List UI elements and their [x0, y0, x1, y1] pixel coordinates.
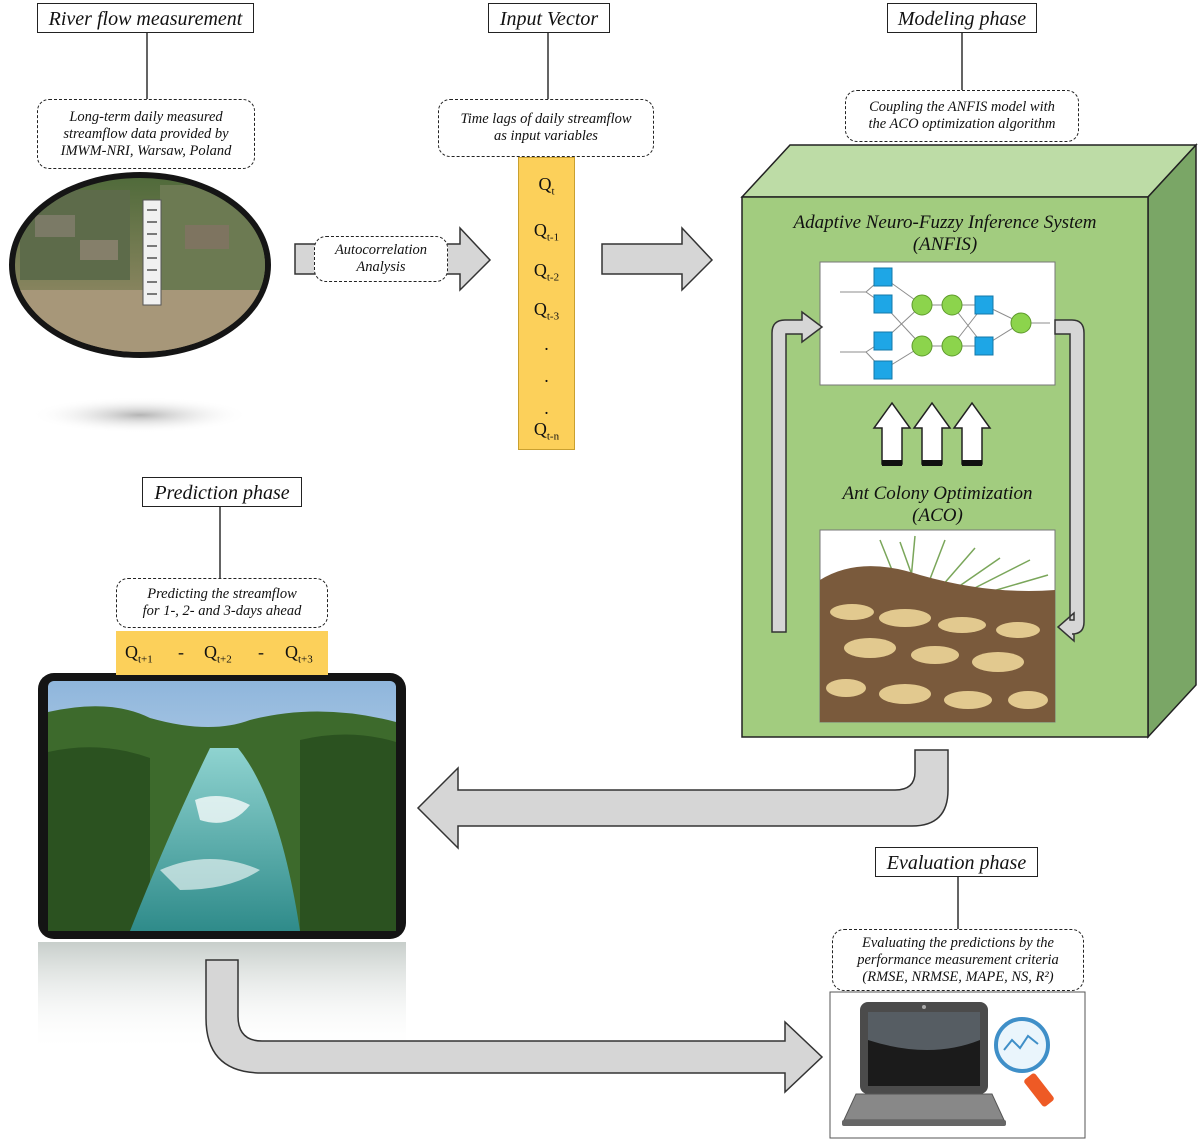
ant-colony-image	[819, 529, 1056, 723]
input-vector-item-base: Q	[533, 260, 547, 280]
arrow-to-model	[601, 226, 714, 292]
loop-arrow-anfis-to-aco	[1054, 319, 1085, 643]
input-vector-item: .	[519, 334, 574, 355]
arrow-bases	[882, 460, 982, 466]
input-vector-item: Qt-n	[519, 419, 574, 443]
input-vector-item-subscript: t-n	[546, 430, 560, 443]
input-vector-item-base: .	[544, 334, 549, 354]
output-item: Qt+1	[125, 642, 153, 666]
output-item-subscript: t+3	[298, 653, 313, 666]
input-vector-item-base: .	[544, 398, 549, 418]
input-vector-item-base: Q	[533, 419, 547, 439]
input-vector-item: .	[519, 366, 574, 387]
river-note-line-3: IMWM-NRI, Warsaw, Poland	[60, 142, 232, 159]
autocorrelation-line-2: Analysis	[356, 259, 406, 275]
input-vector-item-base: Q	[533, 220, 547, 240]
input-vector-item: Qt-1	[519, 220, 574, 244]
input-vector-label: Input Vector	[488, 3, 610, 33]
input-vector-item-base: .	[544, 366, 549, 386]
aco-title-line-1: Ant Colony Optimization	[842, 483, 1033, 504]
output-item-subscript: t+2	[217, 653, 232, 666]
autocorrelation-note: Autocorrelation Analysis	[314, 236, 448, 282]
modeling-phase-label: Modeling phase	[887, 3, 1037, 33]
river-gauge-photo	[9, 172, 271, 433]
prediction-note-line-1: Predicting the streamflow	[147, 586, 297, 602]
river-flow-measurement-label: River flow measurement	[37, 3, 254, 33]
loop-arrow-aco-to-anfis	[771, 310, 824, 633]
output-separator: -	[258, 642, 264, 662]
evaluation-note-line-1: Evaluating the predictions by the	[862, 934, 1054, 951]
prediction-phase-label: Prediction phase	[142, 477, 302, 507]
input-vector-item-base: Q	[533, 299, 547, 319]
input-vector-item-subscript: t	[551, 185, 555, 198]
anfis-title-line-2: (ANFIS)	[912, 234, 978, 255]
evaluation-note-line-3: (RMSE, NRMSE, MAPE, NS, R²)	[862, 968, 1054, 985]
aco-title-line-2: (ACO)	[912, 505, 963, 526]
output-item: Qt+3	[285, 642, 313, 666]
input-vector-item-subscript: t-2	[546, 271, 560, 284]
anfis-network-image	[819, 261, 1056, 386]
input-vector-item: Qt	[519, 174, 574, 198]
modeling-phase-note: Coupling the ANFIS model with the ACO op…	[845, 90, 1079, 142]
evaluation-phase-note: Evaluating the predictions by the perfor…	[832, 929, 1084, 991]
prediction-note-line-2: for 1-, 2- and 3-days ahead	[142, 603, 302, 619]
river-note-line-1: Long-term daily measured	[69, 108, 223, 125]
label-connectors	[146, 33, 963, 929]
laptop-image	[829, 991, 1086, 1139]
modeling-note-line-2: the ACO optimization algorithm	[868, 116, 1056, 132]
input-vector-item: Qt-2	[519, 260, 574, 284]
output-item-base: Q	[285, 642, 298, 662]
prediction-phase-note: Predicting the streamflow for 1-, 2- and…	[116, 578, 328, 628]
output-separator: -	[178, 642, 184, 662]
anfis-title-line-1: Adaptive Neuro-Fuzzy Inference System	[793, 212, 1097, 233]
input-vector-item-base: Q	[538, 174, 552, 194]
modeling-note-line-1: Coupling the ANFIS model with	[869, 99, 1055, 115]
evaluation-phase-label: Evaluation phase	[875, 847, 1038, 877]
upward-arrows	[872, 401, 992, 465]
prediction-outputs-bar: Qt+1-Qt+2-Qt+3	[116, 631, 328, 675]
anfis-title: Adaptive Neuro-Fuzzy Inference System (A…	[760, 212, 1130, 256]
input-vector-item-subscript: t-3	[546, 310, 560, 323]
input-vector-item-subscript: t-1	[546, 231, 560, 244]
input-vector-item: .	[519, 398, 574, 419]
output-item-subscript: t+1	[138, 653, 153, 666]
river-photo	[38, 673, 406, 1052]
input-note-line-2: as input variables	[494, 128, 598, 144]
output-item: Qt+2	[204, 642, 232, 666]
arrow-to-evaluation	[205, 959, 824, 1094]
input-vector-note: Time lags of daily streamflow as input v…	[438, 99, 654, 157]
river-note-line-2: streamflow data provided by	[63, 125, 229, 142]
output-item-base: Q	[125, 642, 138, 662]
evaluation-note-line-2: performance measurement criteria	[857, 951, 1059, 968]
input-note-line-1: Time lags of daily streamflow	[460, 111, 632, 127]
arrow-to-prediction	[416, 749, 949, 850]
output-item-base: Q	[204, 642, 217, 662]
autocorrelation-line-1: Autocorrelation	[334, 242, 428, 258]
aco-title: Ant Colony Optimization (ACO)	[800, 483, 1075, 527]
river-flow-note: Long-term daily measured streamflow data…	[37, 99, 255, 169]
input-vector-item: Qt-3	[519, 299, 574, 323]
